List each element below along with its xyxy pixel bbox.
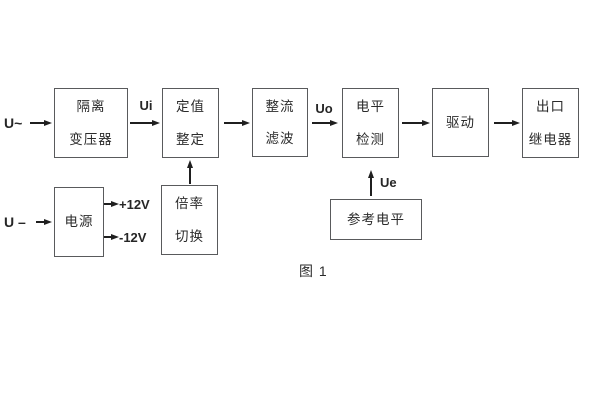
block-drive: 驱动	[432, 88, 489, 157]
arrow-ac-input-to-isolation	[30, 122, 44, 124]
arrow-ratio-to-setpoint	[189, 168, 191, 184]
block-ratio-switch: 倍率 切换	[161, 185, 218, 255]
arrow-isolation-to-setpoint	[130, 122, 152, 124]
block-output-relay: 出口 继电器	[522, 88, 579, 158]
label-signal-ue: Ue	[380, 175, 397, 190]
block-power-supply: 电源	[54, 187, 104, 257]
label-signal-uo: Uo	[315, 101, 333, 116]
label-input-dc-voltage: U –	[4, 214, 26, 230]
block-label: 倍率	[175, 196, 204, 211]
arrow-reference-to-level-detect	[370, 178, 372, 196]
block-label: 切换	[175, 228, 204, 244]
arrow-drive-to-relay	[494, 122, 512, 124]
block-label: 检测	[356, 131, 385, 147]
block-level-detect: 电平 检测	[342, 88, 399, 158]
block-label: 出口	[536, 99, 565, 114]
block-reference-level: 参考电平	[330, 199, 422, 240]
block-label: 驱动	[446, 114, 475, 130]
block-label: 继电器	[528, 131, 573, 147]
arrow-dc-input-to-power	[36, 221, 44, 223]
arrow-rectifier-to-level	[312, 122, 330, 124]
label-input-ac-voltage: U~	[4, 115, 23, 131]
block-label: 整流	[265, 98, 295, 114]
block-label: 电源	[64, 214, 94, 230]
block-label: 隔离	[76, 99, 106, 114]
block-rectifier-filter: 整流 滤波	[252, 88, 308, 157]
block-label: 定值	[176, 99, 205, 114]
block-label: 变压器	[69, 131, 113, 147]
label-signal-ui: Ui	[139, 98, 153, 113]
block-label: 滤波	[265, 131, 295, 146]
block-label: 参考电平	[347, 211, 405, 227]
label-minus-12v-output: -12V	[119, 230, 147, 245]
figure-caption: 图 1	[299, 263, 328, 279]
label-plus-12v-output: +12V	[119, 197, 150, 212]
arrow-setpoint-to-rectifier	[224, 122, 242, 124]
block-isolation-transformer: 隔离 变压器	[54, 88, 128, 158]
arrow-power-to-plus12v	[104, 203, 111, 205]
block-setpoint-adjust: 定值 整定	[162, 88, 219, 158]
arrow-power-to-minus12v	[104, 236, 111, 238]
block-label: 电平	[356, 99, 385, 114]
block-label: 整定	[176, 131, 205, 147]
arrow-level-to-drive	[402, 122, 422, 124]
